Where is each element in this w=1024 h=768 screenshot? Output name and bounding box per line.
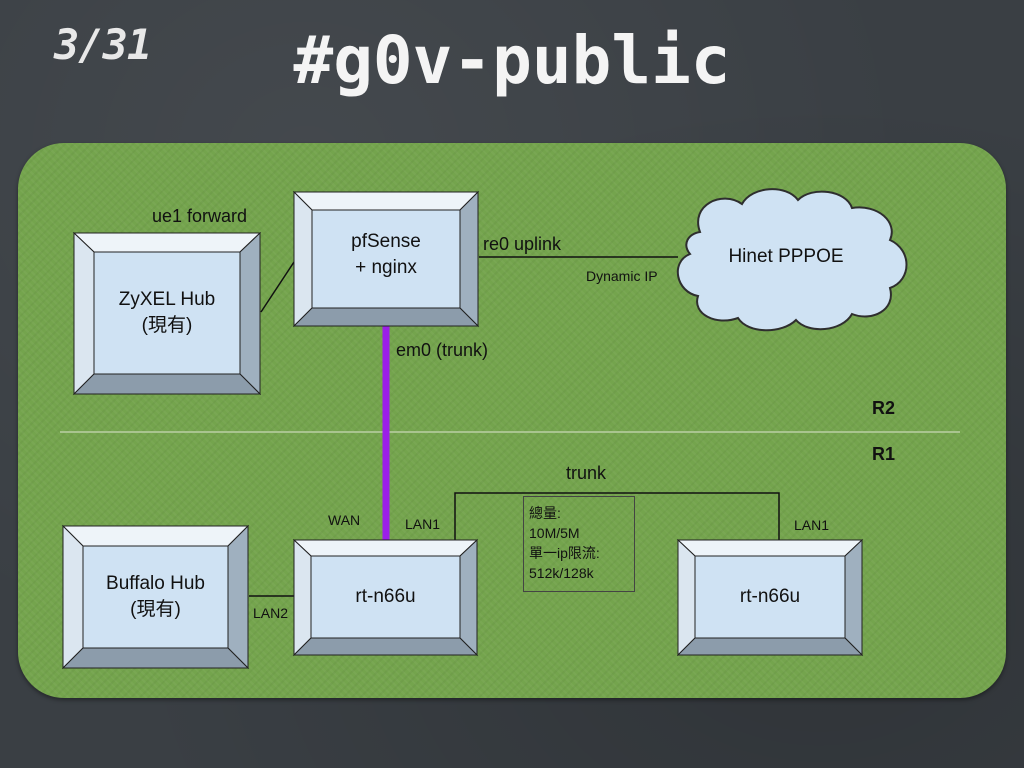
- zyxel-hub-label: ZyXEL Hub (現有): [94, 252, 240, 374]
- em0-trunk-label: em0 (trunk): [396, 340, 489, 360]
- link-zyxel-pfsense: [260, 261, 295, 313]
- rt-n66u-right-name: rt-n66u: [739, 586, 801, 607]
- zone-r1-label: R1: [872, 444, 896, 464]
- cloud-name: Hinet PPPOE: [728, 246, 844, 267]
- zone-r2-label: R2: [872, 398, 896, 418]
- buffalo-hub-name: Buffalo Hub: [106, 573, 205, 594]
- buffalo-hub-box[interactable]: [61, 524, 250, 670]
- cloud-icon: [676, 188, 908, 332]
- rt-n66u-box-right[interactable]: [676, 538, 864, 657]
- buffalo-hub-status: (現有): [130, 599, 181, 620]
- trunk-label: trunk: [566, 463, 607, 483]
- zyxel-hub-status: (現有): [141, 315, 193, 336]
- note-total-label: 總量:: [529, 505, 561, 521]
- pfsense-box[interactable]: [292, 190, 480, 328]
- wan-label: WAN: [328, 512, 361, 528]
- dynamic-ip-label: Dynamic IP: [586, 268, 658, 284]
- rt-n66u-box-left[interactable]: [292, 538, 479, 657]
- lan1-right-label: LAN1: [794, 517, 830, 533]
- link-trunk: [454, 492, 780, 540]
- rt-n66u-left-label: rt-n66u: [311, 556, 460, 638]
- pfsense-addon: + nginx: [355, 257, 417, 278]
- lan2-label: LAN2: [253, 605, 289, 621]
- lan1-left-label: LAN1: [405, 516, 441, 532]
- cloud-label: Hinet PPPOE: [700, 240, 872, 274]
- zyxel-hub-box[interactable]: [72, 231, 262, 396]
- buffalo-hub-label: Buffalo Hub (現有): [83, 546, 228, 648]
- re0-uplink-label: re0 uplink: [483, 234, 562, 254]
- pfsense-label: pfSense + nginx: [312, 220, 460, 290]
- slide-number: 3/31: [54, 20, 152, 69]
- zyxel-hub-name: ZyXEL Hub: [118, 289, 216, 310]
- ue1-forward-label: ue1 forward: [152, 206, 248, 226]
- note-per-ip-label: 單一ip限流:: [529, 545, 600, 561]
- note-total-value: 10M/5M: [529, 525, 580, 541]
- bandwidth-note: 總量: 10M/5M 單一ip限流: 512k/128k: [523, 496, 635, 592]
- rt-n66u-left-name: rt-n66u: [355, 586, 416, 607]
- pfsense-name: pfSense: [351, 231, 421, 252]
- slide-title: #g0v-public: [293, 22, 731, 99]
- note-per-ip-value: 512k/128k: [529, 565, 594, 581]
- rt-n66u-right-label: rt-n66u: [695, 556, 845, 638]
